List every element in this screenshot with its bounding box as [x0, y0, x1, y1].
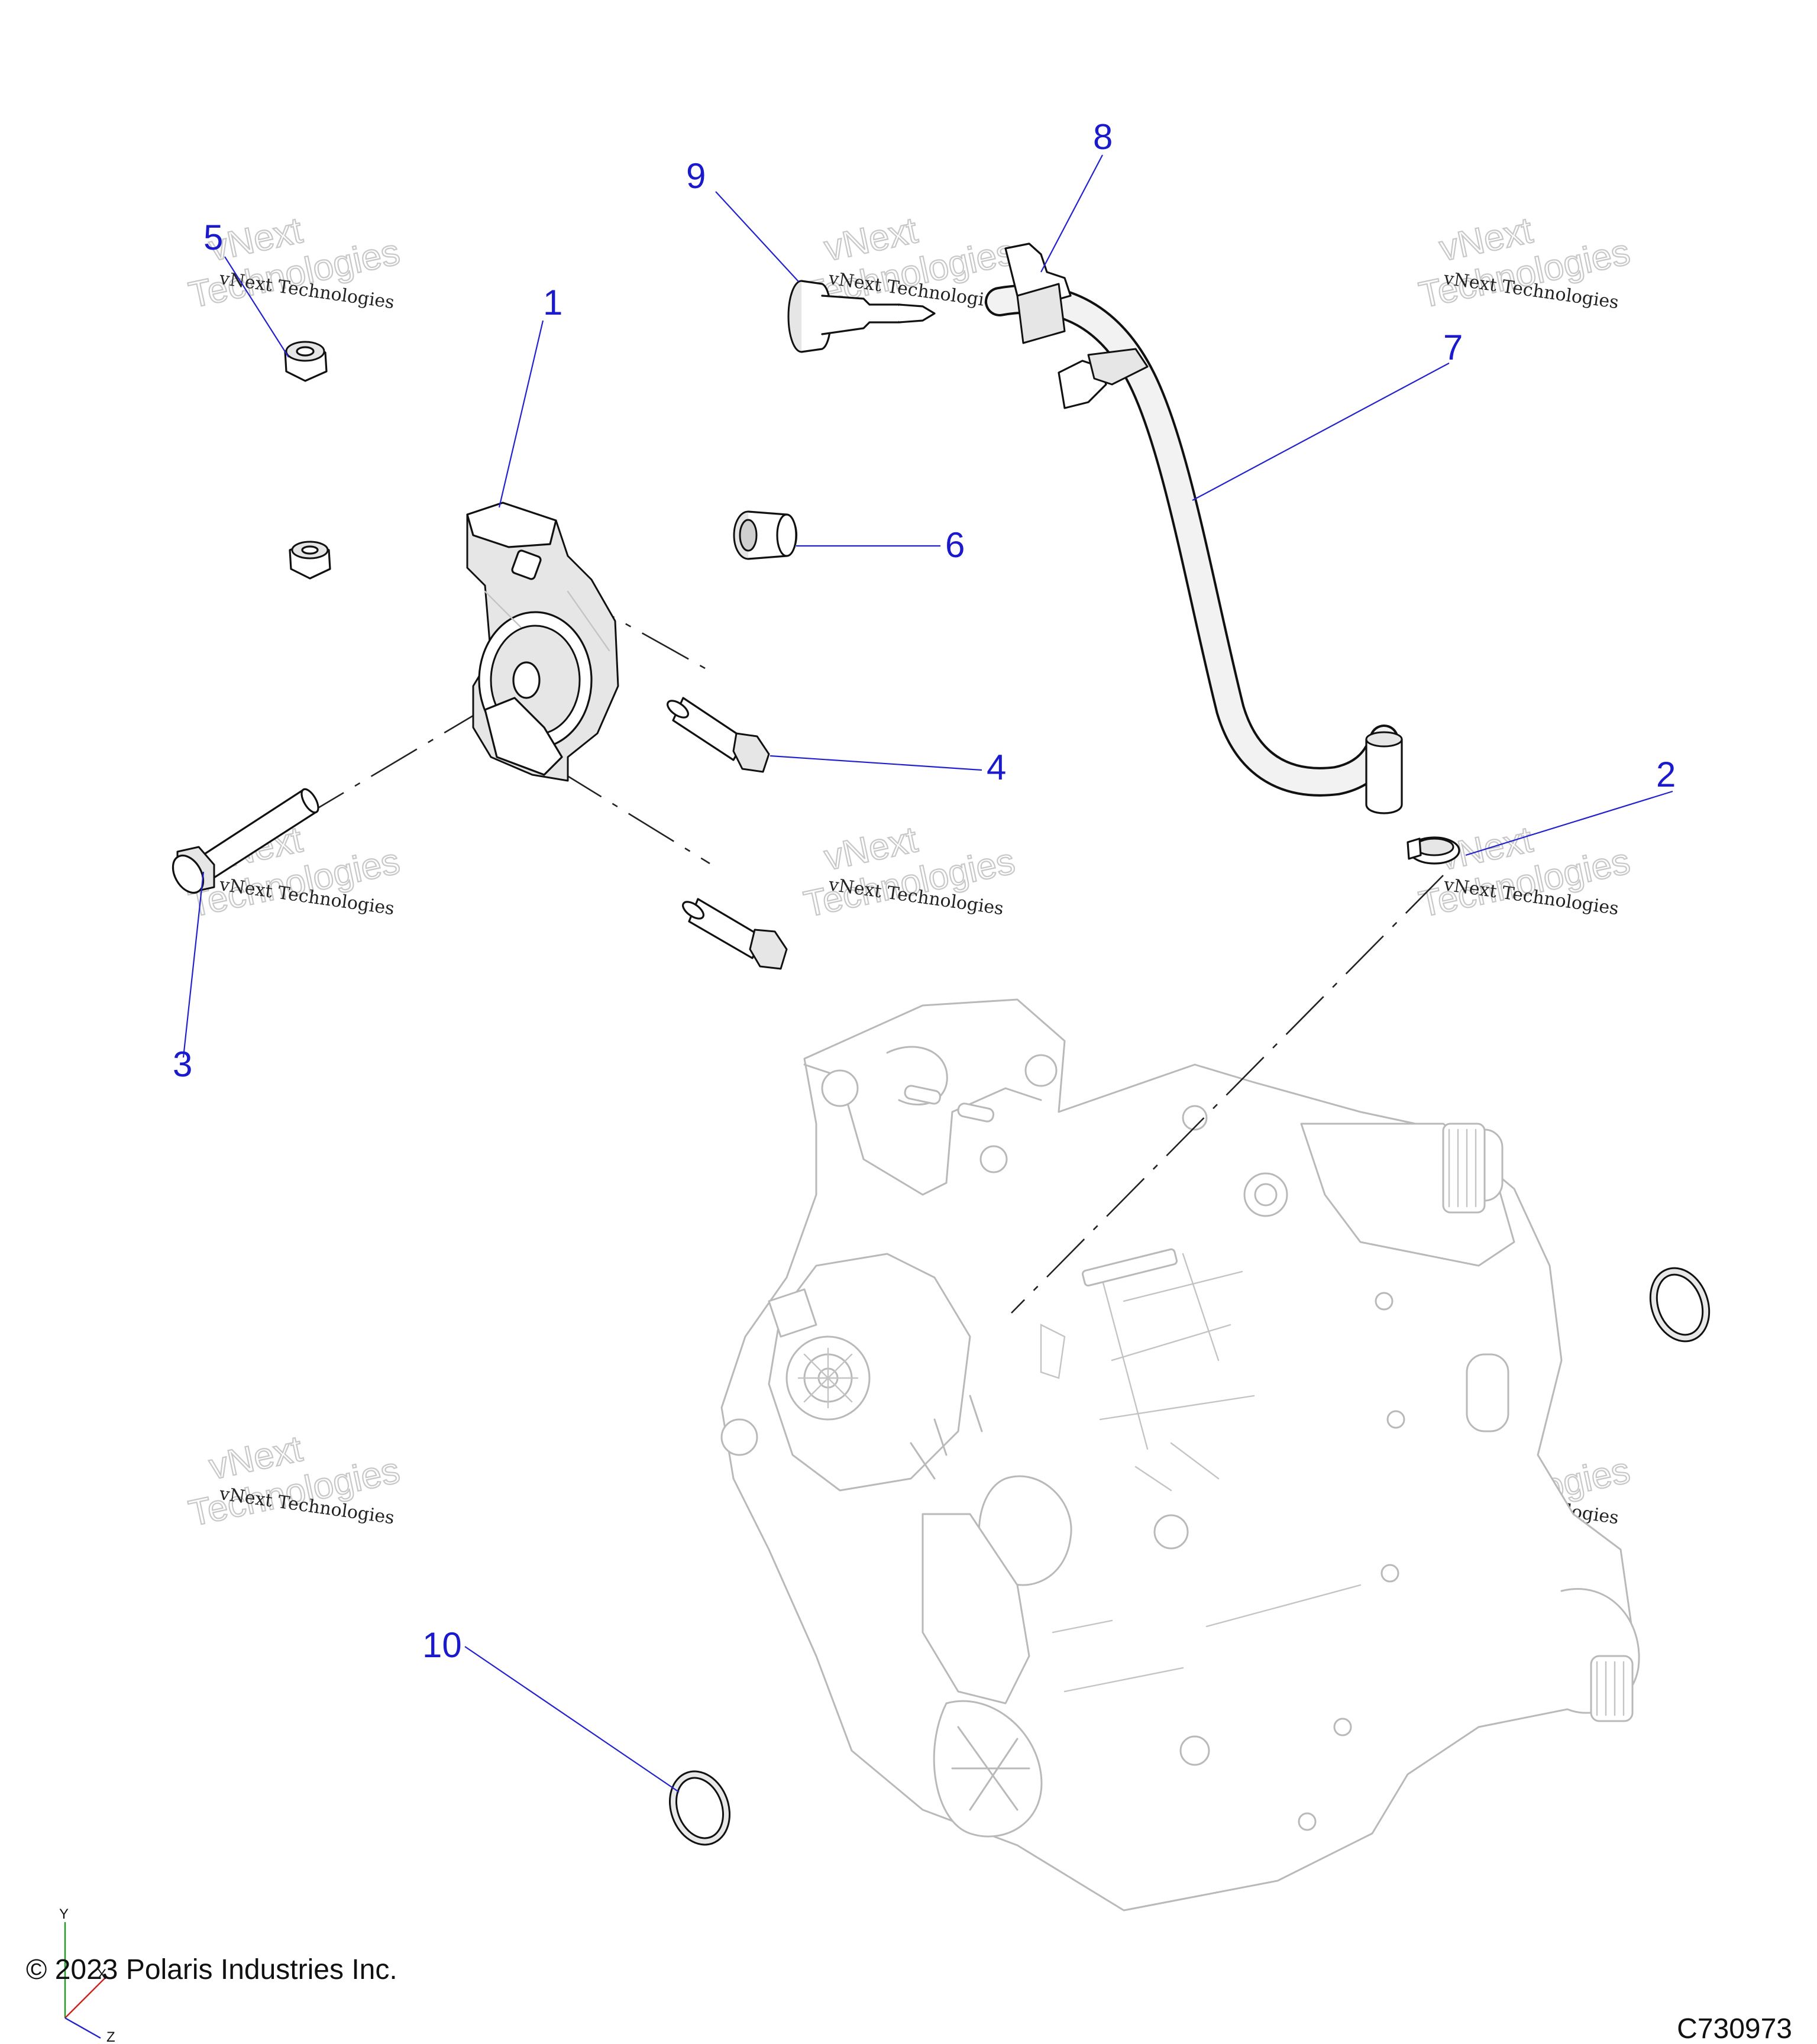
leader-9: [715, 191, 799, 282]
leader-8: [1040, 154, 1103, 273]
callout-10[interactable]: 10: [422, 1625, 462, 1665]
nut-part-5[interactable]: [284, 341, 328, 382]
callout-2[interactable]: 2: [1656, 755, 1676, 794]
centerline-bolt-4b: [555, 768, 710, 865]
o-ring-part-10[interactable]: [664, 1767, 735, 1849]
callout-8[interactable]: 8: [1093, 117, 1113, 157]
callouts: 1 2 3 4 5 6 7 8 9 10: [173, 117, 1676, 1665]
callout-1[interactable]: 1: [543, 283, 562, 322]
callout-7[interactable]: 7: [1443, 328, 1463, 367]
hose-clamp-part-2[interactable]: [1407, 836, 1460, 865]
callout-5[interactable]: 5: [203, 218, 223, 257]
bolt-part-3[interactable]: [167, 787, 322, 898]
leader-7: [1192, 363, 1450, 501]
leader-2: [1465, 790, 1673, 856]
axis-triad: Y X Z: [59, 1906, 115, 2044]
callout-6[interactable]: 6: [945, 525, 965, 565]
bolt-part-4-upper[interactable]: [665, 697, 770, 773]
hose-clip[interactable]: [1058, 348, 1149, 409]
centerline-clamp-2: [1011, 875, 1444, 1314]
z-axis-line: [64, 2017, 101, 2039]
nut[interactable]: [289, 541, 331, 580]
leader-1: [498, 320, 544, 508]
leader-3: [182, 871, 205, 1058]
leader-lines: [182, 154, 1673, 1793]
axis-z-label: Z: [106, 2029, 115, 2044]
transmission-housing: [720, 998, 1640, 1912]
o-ring[interactable]: [1645, 1264, 1715, 1346]
bolt-part-4-lower[interactable]: [680, 898, 788, 970]
hose-clip-part-8[interactable]: [1004, 242, 1072, 344]
leader-4: [770, 755, 982, 771]
copyright-text: © 2023 Polaris Industries Inc.: [26, 1954, 397, 1985]
vent-fitting-part-9[interactable]: [787, 280, 936, 353]
leader-5: [224, 256, 289, 358]
figure-code: C730973: [1677, 2013, 1792, 2044]
axis-y-label: Y: [59, 1906, 69, 1922]
axis-x-label: X: [97, 1967, 106, 1982]
callout-9[interactable]: 9: [686, 156, 706, 196]
vent-hose-part-7[interactable]: [985, 284, 1403, 814]
x-axis-line: [64, 1976, 107, 2019]
callout-3[interactable]: 3: [173, 1044, 192, 1084]
leader-10: [464, 1646, 680, 1793]
callout-4[interactable]: 4: [987, 748, 1006, 787]
grommet-part-6[interactable]: [733, 510, 798, 560]
sensor-part-1[interactable]: [466, 502, 619, 782]
